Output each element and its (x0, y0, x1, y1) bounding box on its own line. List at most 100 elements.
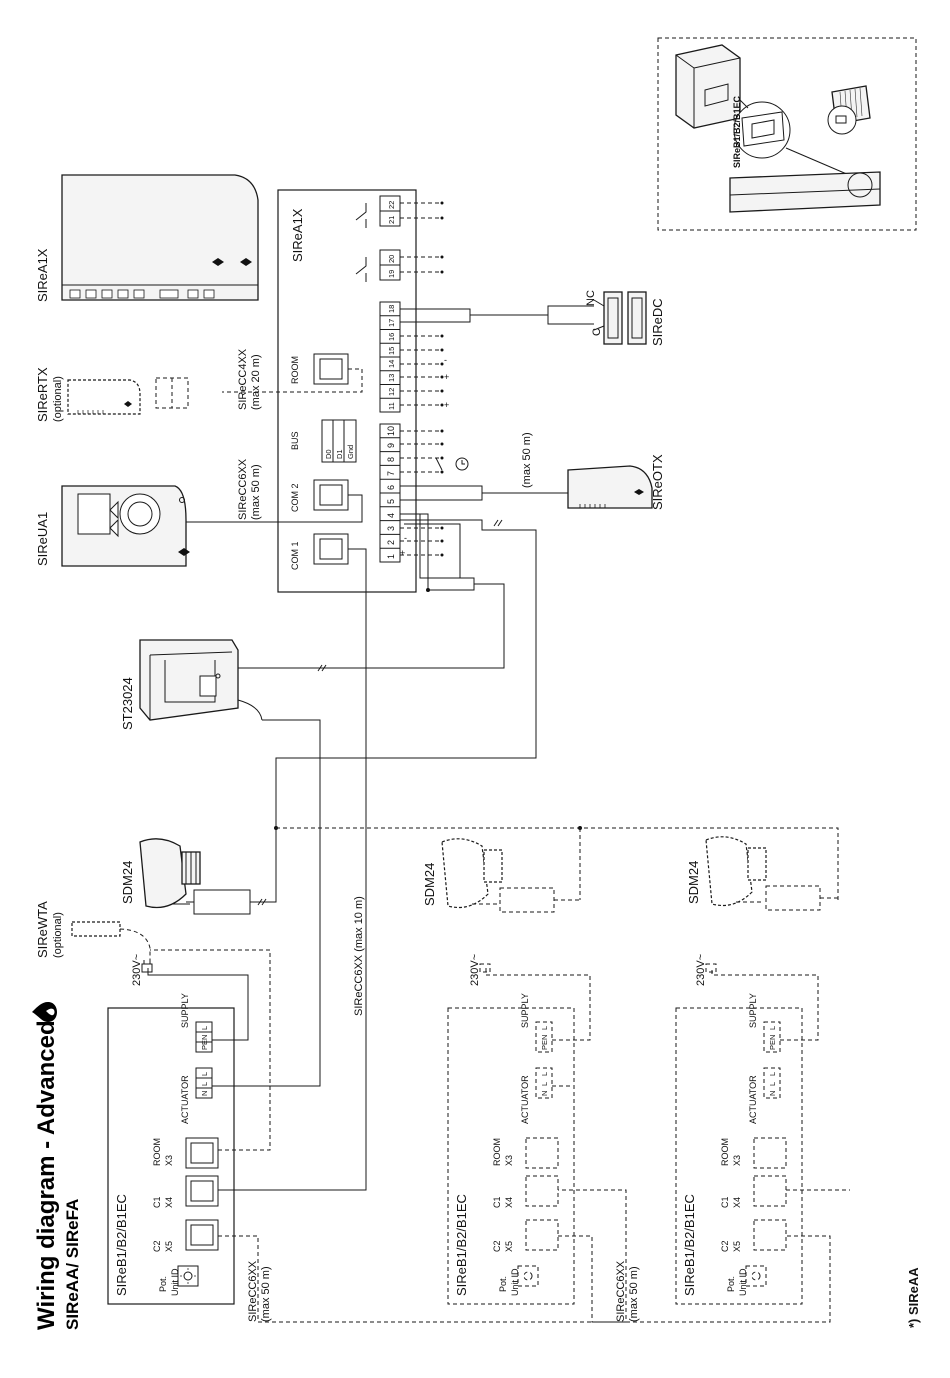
terminal-14: 14 (387, 360, 396, 368)
terminal-9: 9 (386, 443, 396, 448)
sireotx-cable (400, 485, 568, 501)
bus-pin-d1: D1 (335, 449, 344, 459)
module-2-actuator-pin-n: N (540, 1091, 549, 1096)
footnote: *) SIReAA (906, 1267, 921, 1328)
st23024-label: ST23024 (120, 677, 135, 730)
module-2-supply-label: SUPPLY (520, 993, 530, 1028)
module-2-supply-pin-n: N (540, 1035, 549, 1040)
svg-text:-: - (444, 355, 447, 365)
svg-text:-: - (404, 533, 407, 543)
terminal-10: 10 (386, 426, 396, 436)
module-2-actuator-pin-l2: L (540, 1072, 549, 1076)
module-2 (447, 1007, 575, 1305)
sdm24-label-3: SDM24 (686, 861, 701, 904)
module-1-c1-socket (185, 1175, 219, 1207)
module-1-unit-id-label: Unit ID (170, 1268, 180, 1296)
siredc-label: SIReDC (650, 298, 665, 346)
sirewta-device (71, 921, 151, 960)
terminal-6: 6 (386, 485, 396, 490)
cc4-label: SIReCC4XX (237, 348, 249, 410)
st23024-device (139, 639, 263, 721)
module-1-c2-socket (185, 1219, 219, 1251)
module-1-room-socket (185, 1137, 219, 1169)
terminal-13: 13 (387, 374, 396, 382)
sirewta-label: SIReWTA (35, 901, 50, 958)
module-2-pot-label: Pot. (498, 1276, 508, 1292)
module-3-x4-label: X4 (732, 1197, 742, 1208)
module-3-c1-label: C1 (720, 1196, 730, 1208)
controller-bus-label: BUS (290, 431, 300, 450)
terminal-field-wires: + + - + - (400, 201, 469, 558)
bus-pin-gnd: Gnd (346, 445, 355, 459)
sireua1-device (61, 485, 190, 567)
module-3-supply-pin-l: L (768, 1026, 777, 1030)
svg-text:+: + (444, 372, 449, 382)
siredc-device (593, 291, 647, 345)
svg-text:+: + (400, 548, 405, 558)
v230-label-3: 230V~ (695, 954, 707, 986)
module-3-pot-label: Pot. (726, 1276, 736, 1292)
module-2-supply-pin-pe: PE (540, 1040, 549, 1050)
terminal-5: 5 (386, 499, 396, 504)
relay-terminals-21-22 (379, 195, 401, 227)
bus-pin-d0: D0 (324, 449, 333, 459)
module-1 (107, 1007, 235, 1305)
inset-sensor-box (827, 85, 871, 135)
module-1-x3-label: X3 (164, 1155, 174, 1166)
controller-com1-label: COM 1 (290, 541, 300, 570)
sirewta-note: (optional) (52, 912, 64, 958)
terminal-20: 20 (387, 255, 396, 263)
sireotx-cable-length: (max 50 m) (521, 432, 533, 488)
module-3-actuator-pin-l2: L (768, 1072, 777, 1076)
module-1-room-label: ROOM (152, 1138, 162, 1166)
module-1-x5-label: X5 (164, 1241, 174, 1252)
cc6-length-top: (max 50 m) (250, 464, 262, 520)
cc6-label-top: SIReCC6XX (237, 458, 249, 520)
module-2-x4-label: X4 (504, 1197, 514, 1208)
module-1-supply-pin-n: N (200, 1035, 209, 1040)
relay-switch-symbols (355, 203, 367, 282)
sireotx-device (567, 465, 653, 509)
controller-name: SIReA1X (290, 208, 305, 262)
controller-com2-label: COM 2 (290, 483, 300, 512)
module-3 (675, 1007, 803, 1305)
terminal-22: 22 (387, 201, 396, 209)
terminal-8: 8 (386, 457, 396, 462)
module-2-unit-id-label: Unit ID (510, 1268, 520, 1296)
module-3-actuator-pin-l1: L (768, 1082, 777, 1086)
module-1-c2-label: C2 (152, 1240, 162, 1252)
sirertx-label: SIReRTX (35, 367, 50, 422)
inset-zoom-circle (733, 99, 857, 179)
module-3-c2-label: C2 (720, 1240, 730, 1252)
module-1-module-name: SIReB1/B2/B1EC (114, 1194, 129, 1296)
module-3-actuator-label: ACTUATOR (748, 1075, 758, 1124)
cc6-main-label: SIReCC6XX (max 10 m) (353, 896, 365, 1016)
svg-text:+: + (444, 400, 449, 410)
sireotx-label: SIReOTX (650, 454, 665, 510)
module-1-c1-label: C1 (152, 1196, 162, 1208)
siredc-cable (400, 305, 594, 325)
terminal-16: 16 (387, 333, 396, 341)
module-3-x3-label: X3 (732, 1155, 742, 1166)
module-1-actuator-pin-l2: L (200, 1072, 209, 1076)
sirea1x-device (61, 174, 259, 301)
relay-terminals-19-20 (379, 249, 401, 281)
controller-bus-pins (321, 419, 357, 463)
module-3-room-label: ROOM (720, 1138, 730, 1166)
module-2-actuator-pin-l1: L (540, 1082, 549, 1086)
sirertx-note: (optional) (52, 376, 64, 422)
module-1-supply-label: SUPPLY (180, 993, 190, 1028)
terminal-4: 4 (386, 513, 396, 518)
cc6-label-bottom-1: SIReCC6XX (247, 1260, 259, 1322)
installation-inset: SIReB1/B2/B1EC (657, 37, 917, 231)
module-3-x5-label: X5 (732, 1241, 742, 1252)
terminal-block-b (379, 301, 401, 413)
module-3-supply-pin-pe: PE (768, 1040, 777, 1050)
module-2-x3-label: X3 (504, 1155, 514, 1166)
terminal-12: 12 (387, 388, 396, 396)
actuator-signal-wires (238, 513, 537, 828)
com-cables (155, 368, 367, 1191)
inset-mounting-box (675, 44, 741, 129)
inset-duct (729, 171, 881, 213)
siredc-nc: NC (585, 290, 597, 306)
